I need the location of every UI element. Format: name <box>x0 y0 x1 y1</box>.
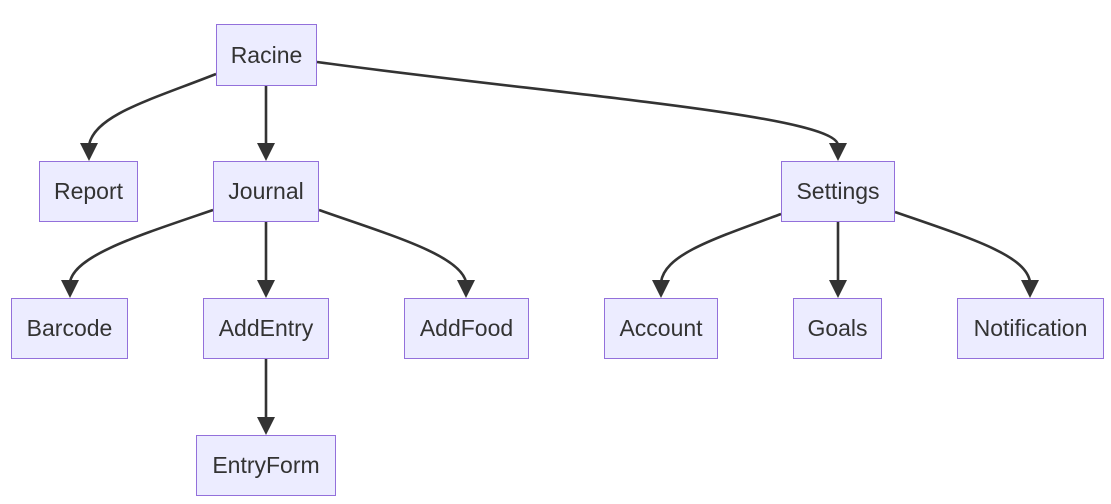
arrowhead-entryform <box>257 417 275 435</box>
node-addentry: AddEntry <box>203 298 329 359</box>
arrowhead-report <box>80 143 98 161</box>
node-account: Account <box>604 298 718 359</box>
node-report: Report <box>39 161 138 222</box>
edge-settings-notification <box>894 210 1032 283</box>
node-settings: Settings <box>781 161 895 222</box>
arrowhead-barcode <box>61 280 79 298</box>
arrowhead-account <box>652 280 670 298</box>
arrowhead-notification <box>1021 280 1039 298</box>
arrowhead-addentry <box>257 280 275 298</box>
edge-journal-barcode <box>68 208 214 283</box>
edge-journal-addfood <box>318 208 468 283</box>
arrowhead-goals <box>829 280 847 298</box>
node-barcode: Barcode <box>11 298 128 359</box>
node-notification: Notification <box>957 298 1104 359</box>
node-goals: Goals <box>793 298 882 359</box>
arrowhead-journal <box>257 143 275 161</box>
edge-racine-settings <box>316 60 840 146</box>
arrowhead-addfood <box>457 280 475 298</box>
node-racine: Racine <box>216 24 317 86</box>
arrowhead-settings <box>829 143 847 161</box>
node-entryform: EntryForm <box>196 435 336 496</box>
edge-racine-report <box>87 72 217 146</box>
node-journal: Journal <box>213 161 319 222</box>
node-addfood: AddFood <box>404 298 529 359</box>
edge-settings-account <box>659 212 782 283</box>
